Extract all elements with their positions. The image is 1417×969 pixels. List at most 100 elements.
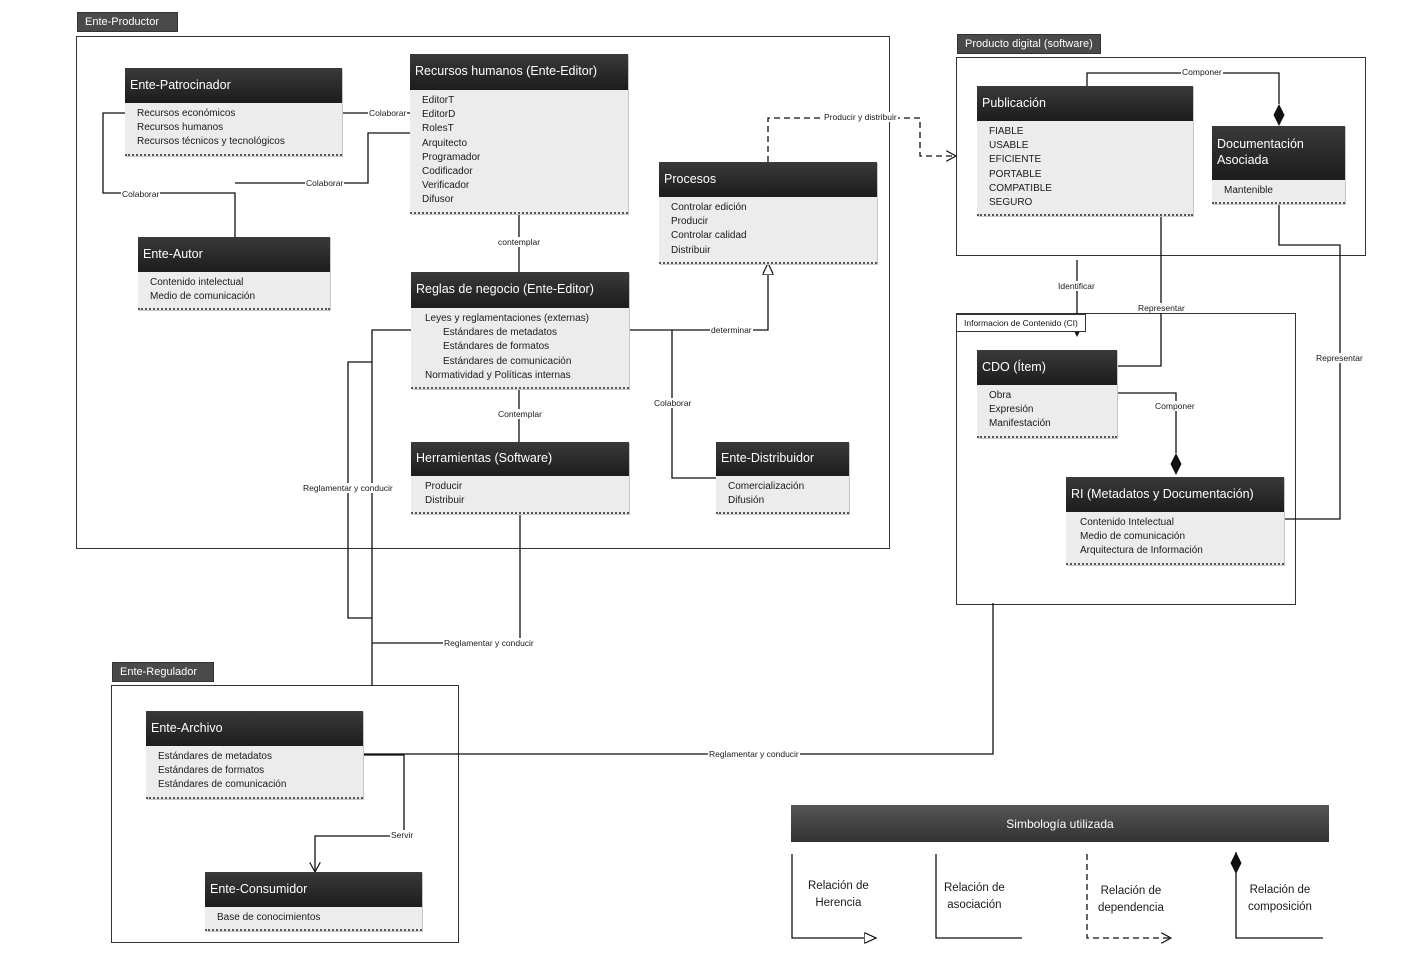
attribute: Controlar edición <box>671 202 747 213</box>
attribute: FIABLE <box>989 126 1024 137</box>
class-title: Ente-Consumidor <box>205 872 422 907</box>
attribute: EFICIENTE <box>989 154 1042 166</box>
attribute: EditorT <box>422 95 455 106</box>
class-herramientas[interactable]: Herramientas (Software) Producir Distrib… <box>411 442 629 515</box>
class-title: Herramientas (Software) <box>411 442 629 476</box>
class-ente-patrocinador[interactable]: Ente-Patrocinador Recursos económicos Re… <box>125 68 342 156</box>
package-title-ente-productor: Ente-Productor <box>77 12 178 32</box>
legend-line: Relación de <box>1100 885 1162 897</box>
legend-dependencia-label: Relación de dependencia <box>1098 883 1164 917</box>
class-title: Procesos <box>659 162 877 197</box>
wire-archivo-ci <box>362 603 994 755</box>
class-attributes: FIABLE USABLE EFICIENTE PORTABLE COMPATI… <box>977 121 1193 217</box>
attribute: Normatividad y Políticas internas <box>425 369 571 381</box>
class-attributes: Mantenible <box>1212 180 1345 205</box>
class-attributes: EditorT EditorD RolesT Arquitecto Progra… <box>410 90 628 214</box>
class-title: Ente-Patrocinador <box>125 68 342 103</box>
class-title: Reglas de negocio (Ente-Editor) <box>411 272 629 308</box>
class-title: CDO (Ítem) <box>977 350 1117 385</box>
class-cdo-item[interactable]: CDO (Ítem) Obra Expresión Manifestación <box>977 350 1117 438</box>
wire-patrocinador-autor <box>102 112 236 237</box>
attribute: SEGURO <box>989 197 1033 209</box>
label-reglamentar-conducir: Reglamentar y conducir <box>708 749 800 759</box>
class-documentacion-asociada[interactable]: Documentación Asociada Mantenible <box>1212 126 1345 205</box>
label-colaborar: Colaborar <box>121 189 161 199</box>
wire-herramientas-regulador <box>372 512 521 644</box>
label-contemplar: Contemplar <box>497 409 543 419</box>
label-determinar: determinar <box>710 325 753 335</box>
class-reglas-negocio[interactable]: Reglas de negocio (Ente-Editor) Leyes y … <box>411 272 629 390</box>
class-recursos-humanos[interactable]: Recursos humanos (Ente-Editor) EditorT E… <box>410 54 628 214</box>
legend-asociacion-label: Relación de asociación <box>944 880 1005 914</box>
class-attributes: Contenido intelectual Medio de comunicac… <box>138 272 330 311</box>
class-title: Recursos humanos (Ente-Editor) <box>410 54 628 90</box>
class-attributes: Producir Distribuir <box>411 476 629 515</box>
attribute: Recursos técnicos y tecnológicos <box>137 136 285 148</box>
attribute: Codificador <box>422 166 473 178</box>
class-ente-archivo[interactable]: Ente-Archivo Estándares de metadatos Est… <box>146 711 363 799</box>
attribute: Mantenible <box>1224 185 1273 196</box>
class-ente-consumidor[interactable]: Ente-Consumidor Base de conocimientos <box>205 872 422 932</box>
attribute: Medio de comunicación <box>1080 531 1186 543</box>
legend-dependencia-symbol <box>1086 854 1171 938</box>
attribute: USABLE <box>989 140 1029 152</box>
attribute: Difusor <box>422 194 454 206</box>
legend-line: Relación de <box>808 880 869 892</box>
attribute: COMPATIBLE <box>989 182 1052 194</box>
class-title: Publicación <box>977 86 1193 121</box>
legend-line: Relación de <box>1249 884 1311 896</box>
package-title-informacion-contenido: Informacion de Contenido (CI) <box>956 314 1086 332</box>
attribute: Verificador <box>422 180 470 192</box>
class-title: RI (Metadatos y Documentación) <box>1066 477 1284 512</box>
attribute: Leyes y reglamentaciones (externas) <box>425 313 589 324</box>
class-ri-metadatos[interactable]: RI (Metadatos y Documentación) Contenido… <box>1066 477 1284 565</box>
label-contemplar: contemplar <box>497 237 542 247</box>
label-identificar: Identificar <box>1057 281 1096 291</box>
wire-documentacion-ri <box>1262 205 1341 525</box>
class-attributes: Leyes y reglamentaciones (externas) Está… <box>411 308 629 390</box>
legend-herencia-label: Relación de Herencia <box>808 878 869 912</box>
attribute: Base de conocimientos <box>217 912 321 923</box>
class-attributes: Controlar edición Producir Controlar cal… <box>659 197 877 264</box>
attribute: Difusión <box>728 495 765 507</box>
legend-asociacion-symbol <box>935 854 1022 939</box>
label-producir-distribuir: Producir y distribuir <box>823 112 898 122</box>
class-ente-distribuidor[interactable]: Ente-Distribuidor Comercialización Difus… <box>716 442 849 515</box>
label-reglamentar-conducir: Reglamentar y conducir <box>302 483 394 493</box>
package-ente-regulador <box>111 685 459 943</box>
attribute: Producir <box>671 216 709 228</box>
legend-title: Simbología utilizada <box>791 805 1329 842</box>
legend-line: Herencia <box>815 897 862 909</box>
label-representar: Representar <box>1137 303 1186 313</box>
package-informacion-contenido <box>956 313 1296 605</box>
attribute: Programador <box>422 151 481 163</box>
label-servir: Servir <box>390 830 415 840</box>
attribute: Comercialización <box>728 481 805 492</box>
label-representar: Representar <box>1315 353 1364 363</box>
attribute: RolesT <box>422 123 454 135</box>
legend-line: dependencia <box>1098 902 1164 914</box>
class-attributes: Base de conocimientos <box>205 907 422 932</box>
class-ente-autor[interactable]: Ente-Autor Contenido intelectual Medio d… <box>138 237 330 311</box>
class-attributes: Recursos económicos Recursos humanos Rec… <box>125 103 342 156</box>
package-title-ente-regulador: Ente-Regulador <box>112 662 214 682</box>
attribute: Producir <box>425 481 463 492</box>
attribute: Medio de comunicación <box>150 291 256 303</box>
attribute: Recursos económicos <box>137 108 236 119</box>
class-publicacion[interactable]: Publicación FIABLE USABLE EFICIENTE PORT… <box>977 86 1193 217</box>
attribute: Estándares de metadatos <box>443 327 557 339</box>
label-colaborar: Colaborar <box>305 178 345 188</box>
label-componer: Componer <box>1154 401 1196 411</box>
attribute: Contenido Intelectual <box>1080 517 1174 528</box>
wire-reglas-procesos <box>628 263 768 331</box>
class-attributes: Contenido Intelectual Medio de comunicac… <box>1066 512 1284 565</box>
class-procesos[interactable]: Procesos Controlar edición Producir Cont… <box>659 162 877 264</box>
class-title: Documentación Asociada <box>1212 126 1345 180</box>
class-title: Ente-Autor <box>138 237 330 272</box>
label-reglamentar-conducir: Reglamentar y conducir <box>443 638 535 648</box>
attribute: Manifestación <box>989 418 1051 430</box>
wire-publicacion-cdo <box>1096 217 1162 372</box>
attribute: EditorD <box>422 109 456 121</box>
attribute: Distribuir <box>671 244 711 256</box>
legend-line: asociación <box>947 899 1002 911</box>
